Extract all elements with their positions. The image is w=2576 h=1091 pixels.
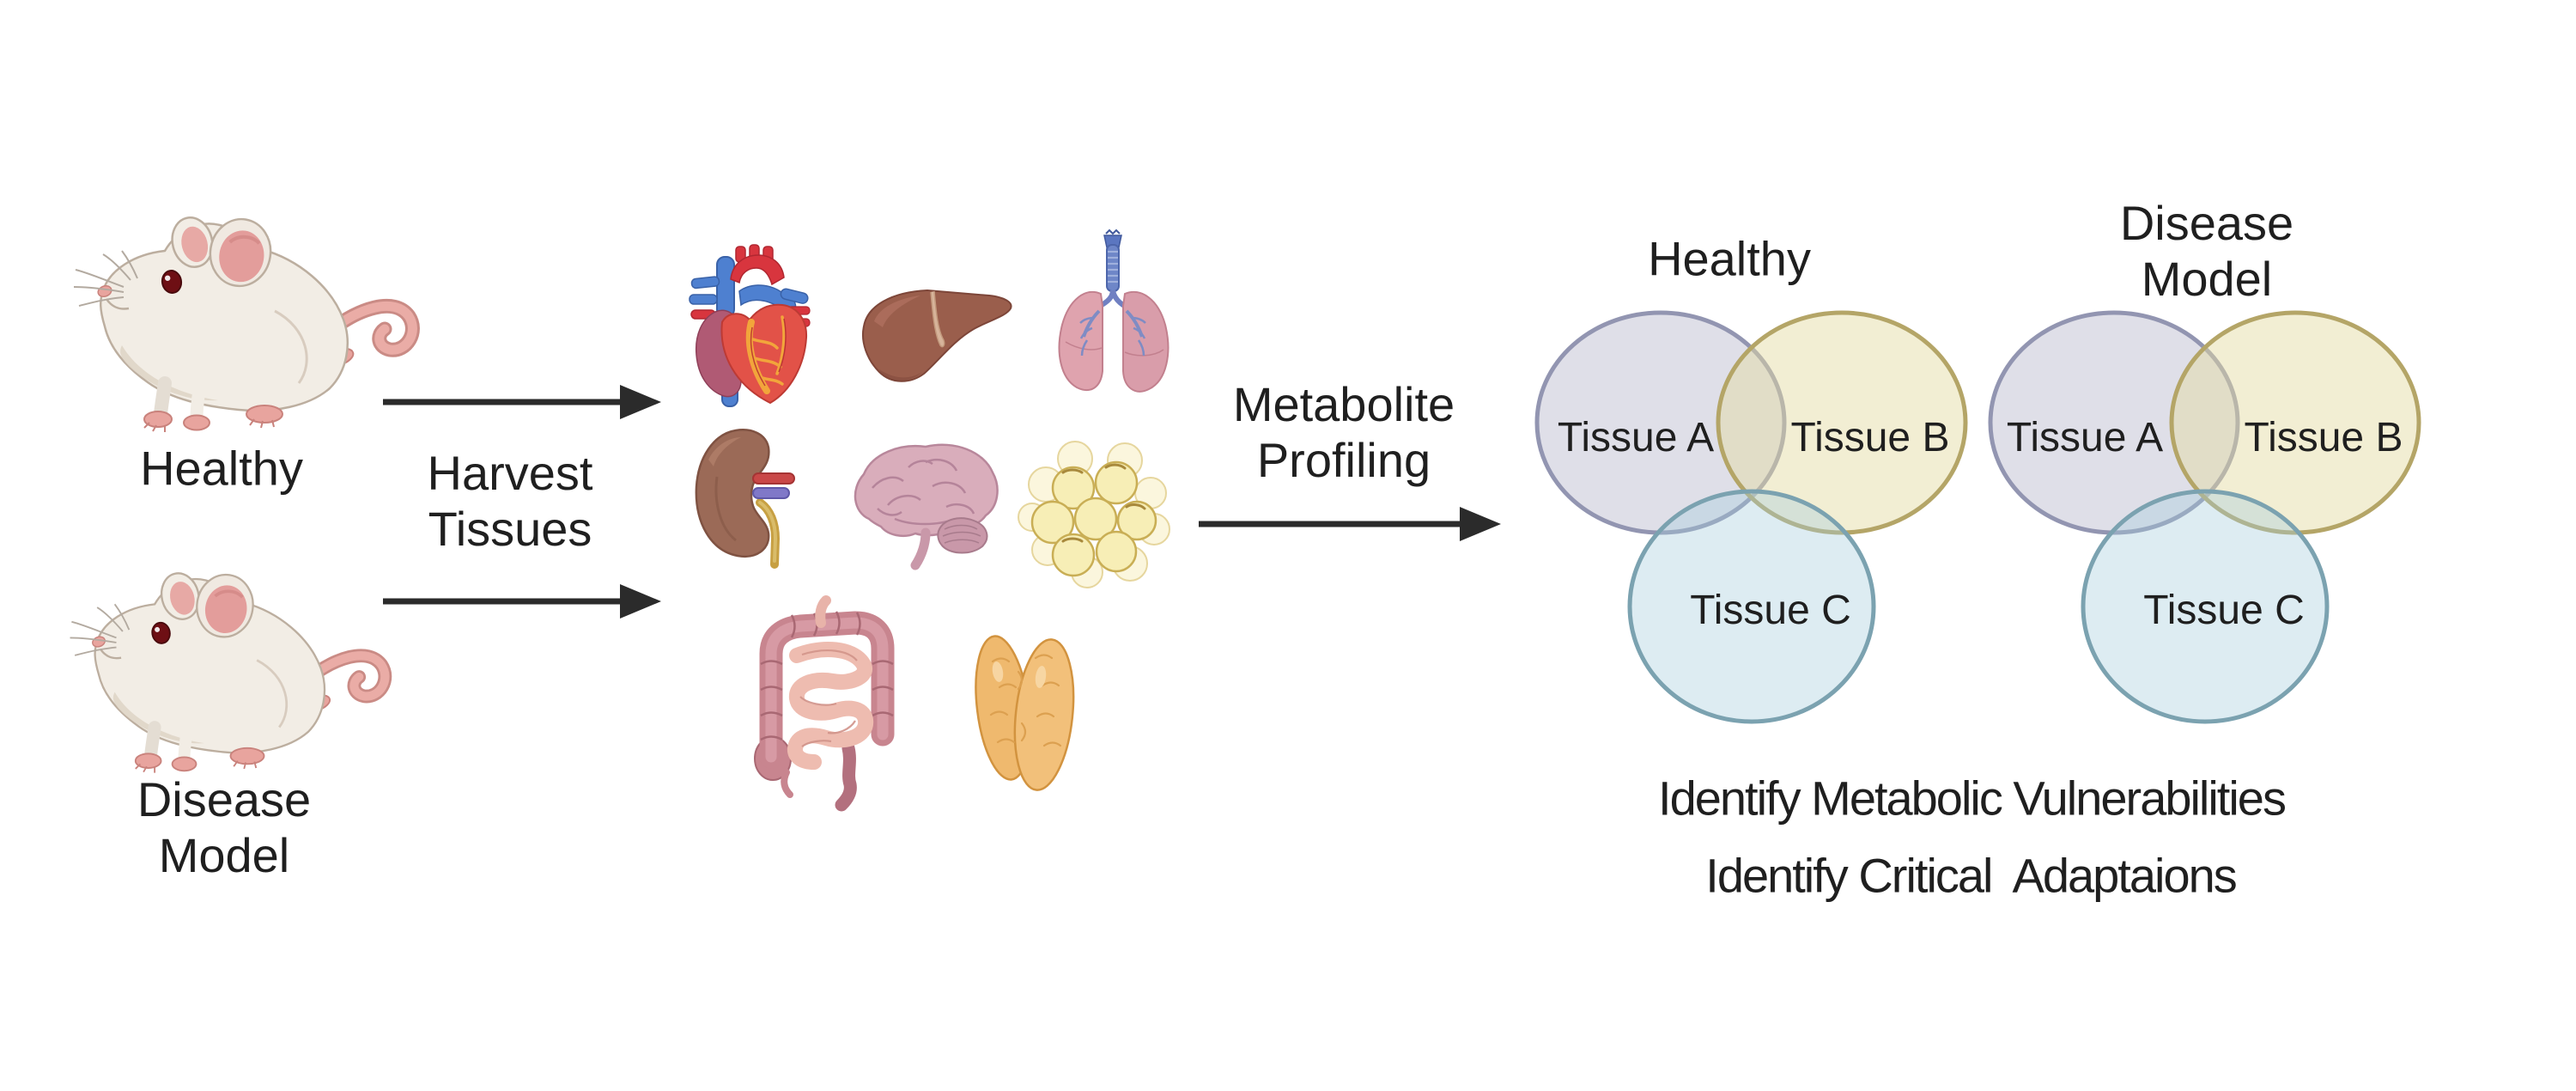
healthy-mouse-label: Healthy <box>140 441 303 496</box>
brain-icon <box>854 443 999 570</box>
venn1-tissue-a-label: Tissue A <box>1557 415 1715 461</box>
kidney-icon <box>695 429 795 569</box>
heart-icon <box>689 244 811 407</box>
venn1-circle-tissue-b <box>1716 310 1968 535</box>
venn2-tissue-a-label: Tissue A <box>2006 415 2164 461</box>
harvest-tissues-label: Harvest Tissues <box>427 446 593 556</box>
venn2-circle-tissue-c <box>2081 489 2330 724</box>
venn2-tissue-b-label: Tissue B <box>2244 415 2403 461</box>
intestines-icon <box>754 595 895 812</box>
venn2-title: Disease Model <box>2119 196 2294 306</box>
venn2-circle-tissue-b <box>2169 310 2421 535</box>
metabolite-profiling-label: Metabolite Profiling <box>1232 377 1455 487</box>
healthy-mouse-illustration <box>74 213 412 432</box>
venn2-tissue-c-label: Tissue C <box>2143 588 2305 634</box>
venn1-tissue-c-label: Tissue C <box>1690 588 1851 634</box>
venn1-title: Healthy <box>1648 231 1811 286</box>
harvest-arrow-top <box>383 385 661 419</box>
harvest-arrow-bottom <box>383 584 661 619</box>
disease-mouse-illustration <box>70 570 386 773</box>
thymus-icon <box>975 635 1075 791</box>
venn-disease-model <box>1988 310 2421 724</box>
conclusion-line-2: Identify Critical Adaptaions <box>1705 848 2237 903</box>
venn-healthy <box>1534 310 1968 724</box>
venn1-circle-tissue-c <box>1627 489 1876 724</box>
disease-mouse-label: Disease Model <box>137 772 312 882</box>
conclusion-line-1: Identify Metabolic Vulnerabilities <box>1658 771 2287 826</box>
profiling-arrow <box>1199 507 1501 541</box>
lungs-icon <box>1058 229 1170 393</box>
adipose-tissue-icon <box>1018 441 1170 588</box>
liver-icon <box>862 289 1012 382</box>
venn1-tissue-b-label: Tissue B <box>1790 415 1950 461</box>
